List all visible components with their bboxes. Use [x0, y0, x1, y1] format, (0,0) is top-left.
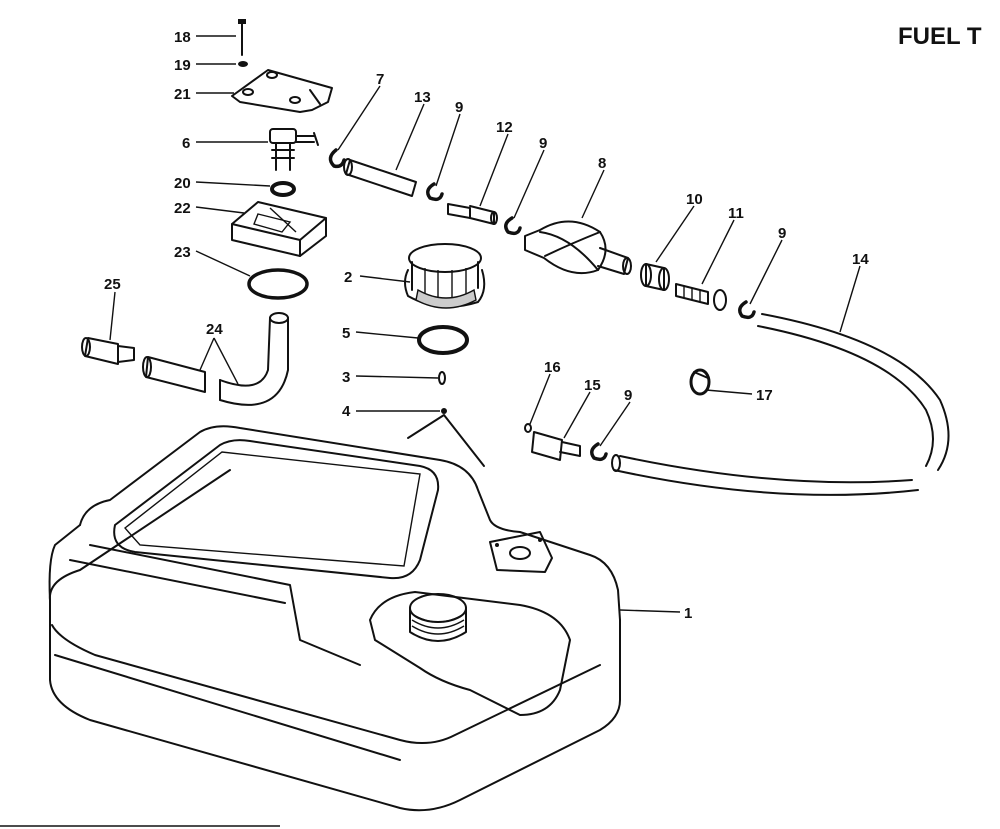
callout-3: 3 — [342, 369, 350, 386]
part-14-fuel-hose — [611, 313, 950, 496]
callout-5: 5 — [342, 325, 350, 342]
part-24-pickup-tube — [142, 312, 289, 406]
callout-16: 16 — [544, 359, 561, 376]
part-12-connector — [447, 203, 498, 225]
callout-10: 10 — [686, 191, 703, 208]
callout-18: 18 — [174, 29, 191, 46]
callout-17: 17 — [756, 387, 773, 404]
part-5-seal-ring — [417, 325, 469, 355]
callout-7: 7 — [376, 71, 384, 88]
callout-11: 11 — [728, 205, 744, 222]
part-11-hose-fitting — [675, 283, 727, 311]
callout-12: 12 — [496, 119, 513, 136]
callout-4: 4 — [342, 403, 351, 420]
callout-13: 13 — [414, 89, 431, 106]
part-9-clamp-a — [426, 182, 444, 202]
part-2-gauge-housing — [404, 243, 486, 309]
callout-15: 15 — [584, 377, 601, 394]
part-9-clamp-d — [590, 442, 608, 462]
part-22-gauge-plate — [231, 201, 327, 257]
callout-9-a: 9 — [455, 99, 463, 116]
part-6-elbow-fitting — [269, 128, 319, 171]
callout-14: 14 — [852, 251, 869, 268]
callout-21: 21 — [174, 86, 191, 103]
callout-8: 8 — [598, 155, 606, 172]
part-20-o-ring — [270, 181, 296, 197]
callout-24: 24 — [206, 321, 223, 338]
callout-22: 22 — [174, 200, 191, 217]
callout-6: 6 — [182, 135, 190, 152]
part-18-screw — [238, 19, 246, 56]
callout-23: 23 — [174, 244, 191, 261]
callout-9-d: 9 — [624, 387, 632, 404]
callout-labels: 18 19 21 6 20 22 23 25 24 7 13 9 12 9 8 … — [104, 29, 869, 622]
callout-1: 1 — [684, 605, 692, 622]
part-7-clamp — [328, 148, 346, 169]
part-8-primer-bulb — [524, 220, 632, 275]
part-9-clamp-c — [738, 300, 756, 320]
callout-20: 20 — [174, 175, 191, 192]
leader-lines — [109, 35, 861, 613]
part-16-ball — [524, 423, 532, 433]
part-10-check-valve — [640, 263, 670, 291]
part-3-clip — [438, 371, 446, 385]
part-17-hose-clamp — [689, 368, 711, 396]
callout-2: 2 — [344, 269, 352, 286]
callout-19: 19 — [174, 57, 191, 74]
part-1-fuel-tank — [0, 425, 621, 827]
callout-25: 25 — [104, 276, 121, 293]
part-13-hose-section — [343, 158, 417, 197]
part-23-gasket — [247, 268, 309, 300]
part-9-clamp-b — [504, 216, 522, 236]
callout-9-b: 9 — [539, 135, 547, 152]
part-15-fitting — [531, 431, 581, 461]
part-4-wire-arm — [407, 408, 485, 467]
part-21-clamp-plate — [231, 69, 333, 113]
part-19-washer — [238, 61, 248, 67]
part-25-filter — [81, 337, 135, 365]
diagram-title: FUEL T — [898, 23, 982, 50]
callout-9-c: 9 — [778, 225, 786, 242]
